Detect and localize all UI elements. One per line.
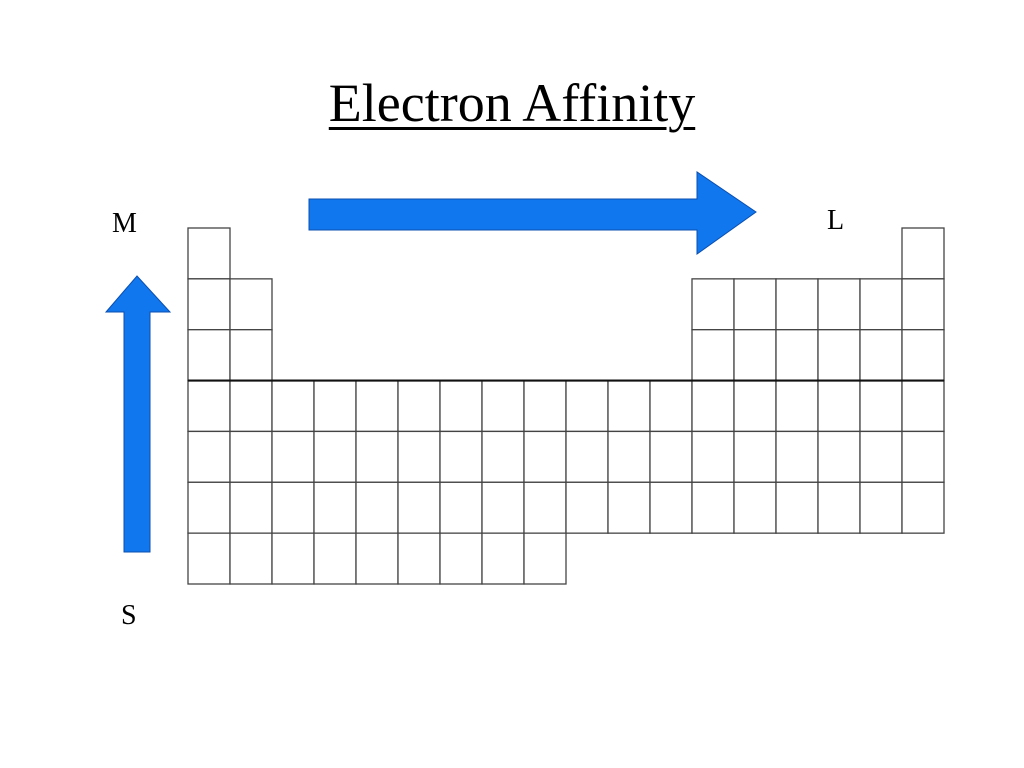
element-cell	[901, 278, 945, 331]
element-cell	[439, 481, 483, 534]
element-cell	[271, 532, 315, 585]
element-cell	[187, 430, 231, 483]
element-cell	[439, 532, 483, 585]
element-cell	[187, 278, 231, 331]
element-cell	[565, 481, 609, 534]
element-cell	[775, 278, 819, 331]
element-cell	[271, 430, 315, 483]
element-cell	[649, 481, 693, 534]
element-cell	[481, 379, 525, 433]
element-cell	[523, 481, 567, 534]
element-cell	[733, 481, 777, 534]
element-cell	[859, 481, 903, 534]
element-cell	[187, 227, 231, 280]
element-cell	[187, 379, 231, 433]
element-cell	[607, 430, 651, 483]
arrow-up-icon	[104, 275, 172, 553]
element-cell	[817, 379, 861, 433]
label-bottom-left: S	[121, 600, 137, 631]
element-cell	[901, 379, 945, 433]
element-cell	[691, 278, 735, 331]
element-cell	[397, 430, 441, 483]
element-cell	[901, 329, 945, 382]
slide-title: Electron Affinity	[328, 73, 696, 133]
element-cell	[817, 481, 861, 534]
element-cell	[775, 329, 819, 382]
element-cell	[187, 532, 231, 585]
element-cell	[523, 379, 567, 433]
element-cell	[355, 379, 399, 433]
element-cell	[733, 329, 777, 382]
element-cell	[901, 430, 945, 483]
element-cell	[355, 532, 399, 585]
element-cell	[817, 329, 861, 382]
element-cell	[397, 379, 441, 433]
element-cell	[481, 481, 525, 534]
element-cell	[229, 379, 273, 433]
element-cell	[229, 329, 273, 382]
element-cell	[523, 532, 567, 585]
element-cell	[859, 430, 903, 483]
element-cell	[859, 379, 903, 433]
element-cell	[607, 379, 651, 433]
element-cell	[691, 329, 735, 382]
element-cell	[733, 379, 777, 433]
element-cell	[481, 532, 525, 585]
label-top-left: M	[112, 208, 137, 239]
element-cell	[523, 430, 567, 483]
element-cell	[481, 430, 525, 483]
element-cell	[229, 430, 273, 483]
element-cell	[859, 278, 903, 331]
element-cell	[649, 430, 693, 483]
element-cell	[271, 379, 315, 433]
element-cell	[565, 379, 609, 433]
element-cell	[187, 481, 231, 534]
element-cell	[565, 430, 609, 483]
element-cell	[691, 481, 735, 534]
element-cell	[229, 481, 273, 534]
element-cell	[691, 379, 735, 433]
element-cell	[229, 532, 273, 585]
periodic-table-grid	[187, 227, 945, 585]
element-cell	[733, 430, 777, 483]
element-cell	[313, 532, 357, 585]
element-cell	[439, 379, 483, 433]
element-cell	[859, 329, 903, 382]
element-cell	[229, 278, 273, 331]
element-cell	[691, 430, 735, 483]
element-cell	[817, 278, 861, 331]
element-cell	[775, 481, 819, 534]
element-cell	[355, 481, 399, 534]
element-cell	[649, 379, 693, 433]
element-cell	[817, 430, 861, 483]
element-cell	[775, 379, 819, 433]
arrow-right-icon	[308, 171, 757, 255]
element-cell	[733, 278, 777, 331]
element-cell	[397, 532, 441, 585]
element-cell	[439, 430, 483, 483]
element-cell	[607, 481, 651, 534]
label-top-right: L	[827, 205, 845, 236]
element-cell	[355, 430, 399, 483]
element-cell	[775, 430, 819, 483]
element-cell	[313, 379, 357, 433]
element-cell	[271, 481, 315, 534]
element-cell	[901, 227, 945, 280]
element-cell	[397, 481, 441, 534]
element-cell	[313, 481, 357, 534]
element-cell	[187, 329, 231, 382]
element-cell	[901, 481, 945, 534]
element-cell	[313, 430, 357, 483]
